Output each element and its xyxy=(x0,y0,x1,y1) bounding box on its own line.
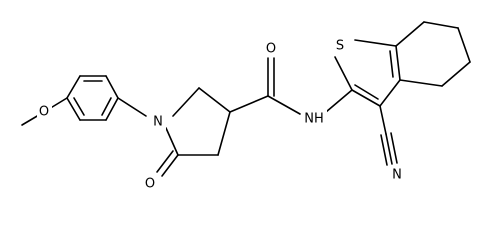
lactam-carbonyl xyxy=(156,150,179,177)
cyclohexene-ring xyxy=(395,21,471,87)
bond-ring-a-double3 xyxy=(73,97,85,116)
bond-cn-triple-2 xyxy=(380,134,388,166)
bond-c6-c5 xyxy=(457,27,471,63)
atom-lactam-oxygen: O xyxy=(145,177,155,192)
bond-ring-a6 xyxy=(66,97,81,121)
atom-methoxy-oxygen: O xyxy=(39,105,49,120)
bond-ring-a3 xyxy=(105,75,119,99)
bond-c3-cn xyxy=(379,105,387,135)
bond-c3-c2 xyxy=(351,89,381,107)
atom-amide-nh: NH xyxy=(304,112,324,127)
atom-nitrile-nitrogen: N xyxy=(392,168,402,183)
bond-aryl-n xyxy=(117,97,147,117)
pyrrolidinone-ring xyxy=(165,87,231,156)
bond-ch2-ch xyxy=(198,87,231,113)
atom-pyrrolidine-nitrogen: N xyxy=(153,115,163,130)
bond-amide-c-nh xyxy=(267,95,301,115)
thiophene-ring xyxy=(334,39,401,107)
bond-n-ch2 xyxy=(172,87,200,117)
bond-c4-c3a xyxy=(399,79,443,87)
nitrile-group xyxy=(379,105,398,166)
bond-ring-a1 xyxy=(66,75,81,99)
bond-ch-ch2b xyxy=(217,111,231,156)
bond-c3-c2-double xyxy=(354,84,379,100)
bond-c7a-c7 xyxy=(395,21,425,47)
atom-thiophene-sulfur: S xyxy=(336,39,344,54)
bond-ring-a4 xyxy=(105,97,119,121)
atom-labels: O N O O NH S N xyxy=(37,37,405,192)
bond-nh-thiophene xyxy=(325,89,353,113)
methoxyphenyl-ring xyxy=(66,75,119,121)
bond-ch-amide-c xyxy=(229,95,269,113)
bond-cn-triple-3 xyxy=(390,132,398,164)
bond-s-c7a xyxy=(354,39,397,47)
carboxamide-group xyxy=(229,57,353,115)
bond-c7a-c3a xyxy=(395,45,401,81)
bond-c7a-c3a-double xyxy=(389,50,394,78)
bond-c7-c6 xyxy=(423,21,459,29)
bond-c5-c4 xyxy=(441,61,471,87)
bond-cn-triple-1 xyxy=(385,133,393,165)
bond-c2-s xyxy=(334,56,353,91)
bond-lactam-co-2 xyxy=(156,150,174,173)
bond-c3a-c3 xyxy=(379,79,401,107)
molecule-structure-diagram: O N O O NH S N xyxy=(21,21,471,192)
bond-ring-a-double2 xyxy=(101,97,112,116)
atom-amide-oxygen: O xyxy=(266,42,276,57)
bond-co-n xyxy=(165,127,179,156)
bond-lactam-co-1 xyxy=(161,154,179,177)
